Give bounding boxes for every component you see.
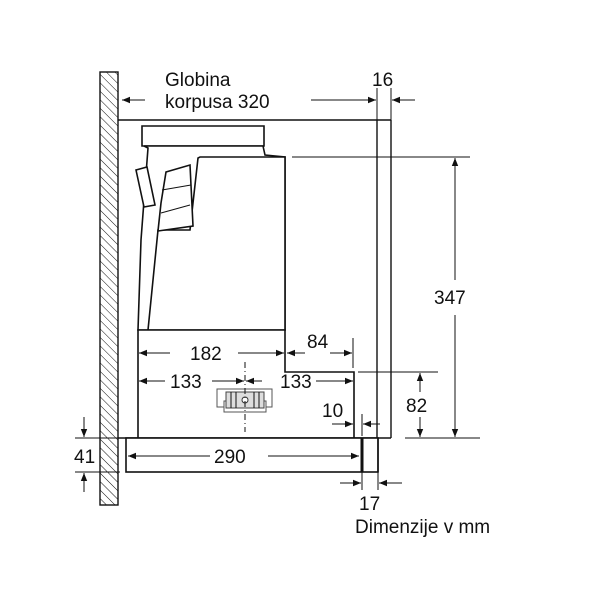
dim-133-right: 133 — [280, 372, 312, 393]
dim-347: 347 — [434, 288, 466, 309]
dim-182: 182 — [190, 344, 222, 365]
dim-133-left: 133 — [170, 372, 202, 393]
depth-label-line1: Globina — [165, 70, 231, 91]
dimension-lines — [75, 88, 480, 492]
depth-label-line2: korpusa 320 — [165, 92, 270, 113]
units-note: Dimenzije v mm — [355, 517, 490, 538]
dim-84: 84 — [307, 332, 329, 353]
dim-10: 10 — [322, 401, 343, 422]
dim-16: 16 — [372, 70, 393, 91]
wall-hatch — [99, 71, 119, 506]
dim-82: 82 — [406, 396, 427, 417]
dim-41: 41 — [74, 447, 95, 468]
outlet-connector-icon — [216, 362, 273, 432]
dim-17: 17 — [359, 494, 380, 515]
dim-290: 290 — [214, 447, 246, 468]
hood-body — [125, 125, 379, 473]
